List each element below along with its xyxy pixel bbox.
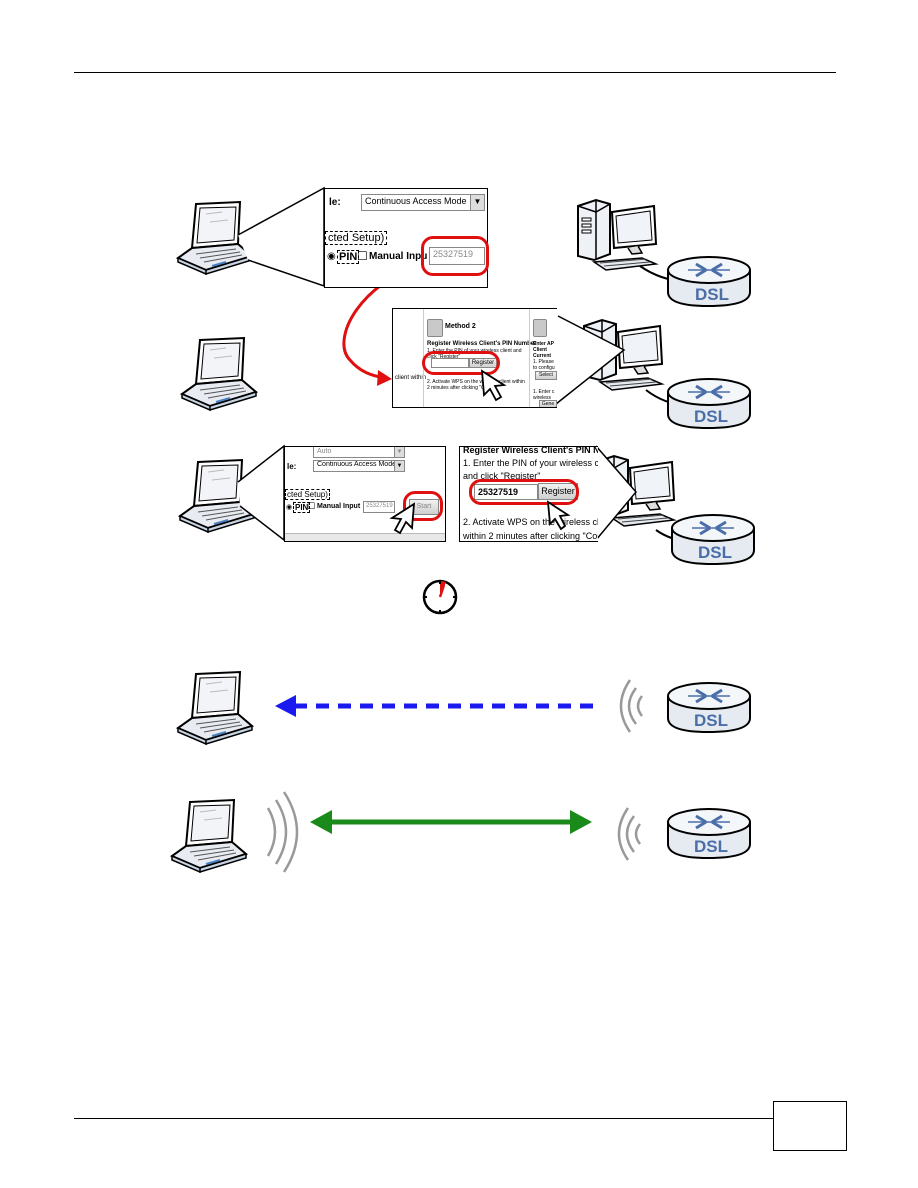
- right-line: 1. Enter c: [533, 389, 555, 395]
- manual-input-label: Manual Inpu: [369, 251, 428, 262]
- chevron-down-icon: ▼: [470, 195, 484, 210]
- page-number-box: [773, 1101, 847, 1151]
- chevron-down-icon: ▼: [394, 461, 404, 471]
- router-label: DSL: [698, 543, 732, 562]
- pin-radio[interactable]: ◉: [286, 504, 293, 511]
- method-divider: [529, 309, 530, 407]
- manual-input-label: Manual Input: [317, 503, 361, 510]
- mode-label: le:: [329, 197, 341, 208]
- auto-select[interactable]: Auto ▼: [313, 447, 405, 458]
- router-label: DSL: [694, 711, 728, 730]
- cursor-icon: [389, 502, 416, 535]
- step2-text: 2. Activate WPS on the wireless client w…: [427, 379, 525, 385]
- register-heading: Register Wireless Client's PIN Numb: [463, 446, 598, 455]
- right-title: Enter AP: [533, 341, 554, 347]
- header-rule: [74, 72, 836, 73]
- pin-highlight: [421, 236, 489, 276]
- signal-waves-icon: [617, 806, 642, 862]
- pin-input[interactable]: 25327519: [474, 484, 538, 500]
- cursor-icon: [546, 500, 571, 531]
- step2b-text: within 2 minutes after clicking "Conn: [463, 531, 598, 541]
- zoom-panel-pin-display: le: Continuous Access Mode ▼ cted Setup)…: [324, 188, 488, 288]
- mode-label: le:: [287, 462, 297, 471]
- laptop-icon: [171, 799, 247, 873]
- start-highlight: [403, 491, 443, 521]
- chevron-down-icon: ▼: [394, 447, 404, 457]
- signal-waves-icon: [266, 791, 299, 873]
- mode-select[interactable]: Continuous Access Mode ▼: [361, 194, 485, 211]
- mode-select[interactable]: Continuous Access Mode ▼: [313, 460, 405, 472]
- zoom-panel-register: client within Method 2 Register Wireless…: [392, 308, 557, 408]
- laptop-icon: [177, 671, 253, 745]
- right-line: 1. Please: [533, 359, 554, 365]
- step2-text: 2. Activate WPS on the wireless clien: [463, 517, 598, 527]
- register-highlight: [469, 479, 579, 505]
- setup-label: cted Setup): [285, 489, 330, 500]
- lock-icon: [533, 319, 547, 337]
- cursor-icon: [480, 369, 507, 402]
- zoom-panel-start: Auto ▼ le: Continuous Access Mode ▼ cted…: [284, 446, 446, 542]
- timer-icon: [422, 579, 458, 615]
- pin-label: PIN: [293, 502, 311, 513]
- pin-value-field: 25327519: [429, 247, 485, 265]
- right-line: to configu: [533, 365, 555, 371]
- setup-label: cted Setup): [325, 231, 388, 245]
- method-label: Method 2: [445, 323, 476, 330]
- register-heading: Register Wireless Client's PIN Number: [427, 341, 537, 347]
- pin-label: PIN: [337, 250, 360, 264]
- computer-icon: [577, 199, 657, 271]
- router-label: DSL: [694, 837, 728, 856]
- laptop-icon: [181, 337, 257, 411]
- step1b-text: click "Register": [427, 354, 461, 360]
- manual-input-checkbox[interactable]: ☐: [357, 249, 368, 263]
- step2b-text: 2 minutes after clicking "Conn: [427, 385, 493, 391]
- manual-input-checkbox[interactable]: ☐: [307, 501, 316, 511]
- select-button[interactable]: Select: [535, 371, 557, 380]
- right-line: wireless: [533, 395, 552, 401]
- router-label: DSL: [694, 407, 728, 426]
- signal-waves-icon: [619, 678, 644, 734]
- generate-button[interactable]: Gene: [539, 400, 557, 407]
- left-fragment: client within: [395, 375, 427, 381]
- right-line: Client: [533, 347, 547, 353]
- step1-text: 1. Enter the PIN of your wireless clie: [463, 458, 598, 468]
- register-highlight: [422, 351, 500, 375]
- pin-radio[interactable]: ◉: [327, 251, 336, 262]
- footer-rule: [74, 1118, 774, 1119]
- step1b-text: and click "Register": [463, 471, 541, 481]
- panel-bottom-bar: [285, 533, 445, 541]
- lock-icon: [427, 319, 443, 337]
- pin-value-field: 25327519: [363, 501, 395, 513]
- router-label: DSL: [695, 285, 729, 304]
- right-line: Current: [533, 353, 552, 359]
